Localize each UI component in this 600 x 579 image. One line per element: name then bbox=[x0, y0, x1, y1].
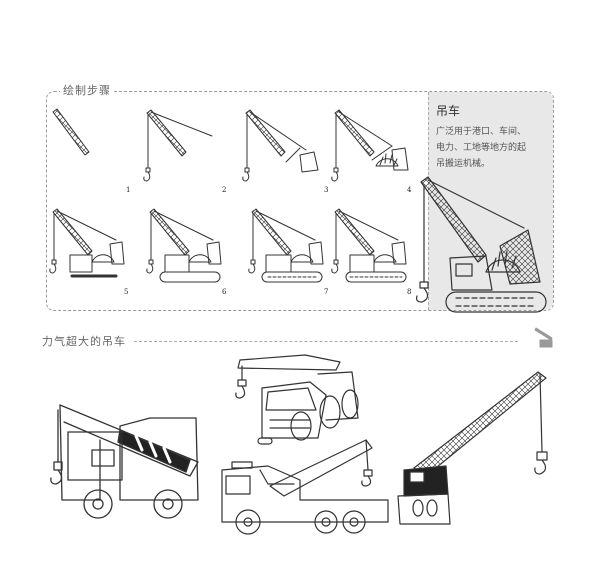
showcase-section-title: 力气超大的吊车 bbox=[42, 335, 126, 348]
steps-frame bbox=[46, 91, 554, 311]
finished-crane-drawing bbox=[415, 176, 547, 313]
step-3-drawing bbox=[242, 109, 319, 182]
step-number-5: 5 bbox=[124, 288, 129, 296]
step-number-7: 7 bbox=[324, 288, 329, 296]
step-number-1: 1 bbox=[126, 186, 131, 194]
info-line: 电力、工地等地方的起 bbox=[436, 143, 527, 153]
step-number-6: 6 bbox=[222, 288, 227, 296]
step-number-3: 3 bbox=[324, 186, 329, 194]
step-1-drawing bbox=[52, 108, 90, 156]
info-line: 吊搬运机械。 bbox=[436, 159, 491, 169]
info-description: 广泛用于港口、车间、 电力、工地等地方的起 吊搬运机械。 bbox=[436, 124, 548, 172]
steps-section-title: 绘制步骤 bbox=[60, 82, 114, 98]
step-8-drawing bbox=[331, 208, 407, 283]
showcase-truck-crane-2 bbox=[221, 439, 389, 535]
showcase-lattice-crane bbox=[397, 371, 548, 525]
info-line: 广泛用于港口、车间、 bbox=[436, 127, 527, 137]
section-divider bbox=[134, 341, 518, 342]
showcase-truck-crane-front bbox=[235, 354, 359, 445]
info-title: 吊车 bbox=[436, 104, 461, 118]
step-5-drawing bbox=[49, 208, 125, 278]
step-number-8: 8 bbox=[407, 288, 412, 296]
step-number-4: 4 bbox=[407, 186, 412, 194]
step-6-drawing bbox=[146, 208, 222, 283]
step-number-2: 2 bbox=[222, 186, 227, 194]
step-4-drawing bbox=[331, 109, 409, 182]
showcase-truck-crane-1 bbox=[50, 404, 199, 519]
step-7-drawing bbox=[248, 208, 324, 283]
crane-logo-icon bbox=[534, 327, 553, 348]
step-2-drawing bbox=[143, 109, 213, 182]
